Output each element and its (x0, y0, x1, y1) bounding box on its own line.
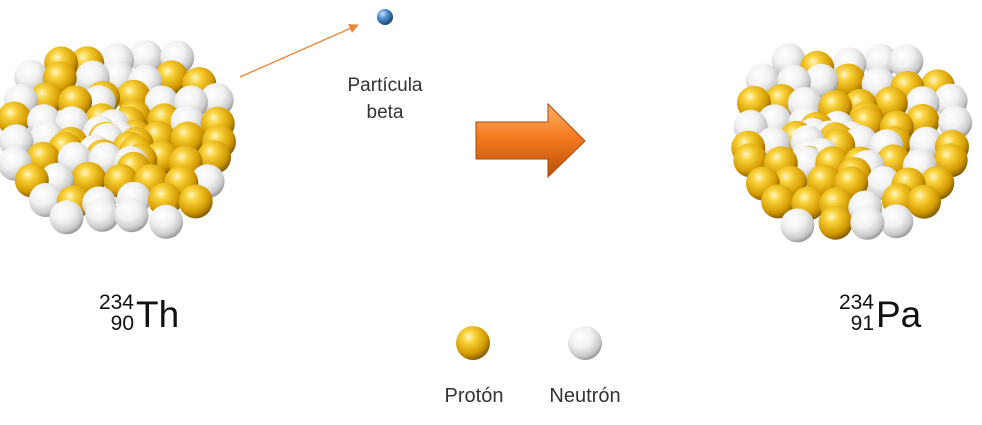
legend-proton-label: Protón (444, 385, 504, 407)
proton-sphere (831, 63, 866, 98)
legend-proton-sphere (456, 326, 490, 360)
proton-sphere (761, 184, 796, 219)
reaction-arrow (475, 102, 586, 179)
thorium-atomic-number: 90 (110, 312, 134, 335)
protactinium-atomic-number: 91 (850, 312, 874, 335)
neutron-sphere (49, 200, 84, 235)
beta-label-line1: Partícula (347, 75, 423, 96)
neutron-sphere (850, 205, 885, 240)
proton-sphere (818, 205, 853, 240)
thorium-symbol: Th (136, 294, 180, 335)
legend-neutron-label: Neutrón (549, 385, 621, 407)
thorium-mass-number: 234 (98, 291, 134, 314)
protactinium-notation: 234 91 Pa (832, 292, 952, 340)
protactinium-nucleus (731, 43, 973, 243)
proton-sphere (907, 184, 941, 219)
beta-particle (377, 9, 393, 25)
thorium-notation: 234 90 Th (92, 292, 212, 340)
beta-label-line2: beta (366, 102, 404, 123)
neutron-sphere (114, 198, 149, 233)
proton-sphere (178, 184, 213, 219)
neutron-sphere (889, 44, 924, 79)
protactinium-mass-number: 234 (838, 291, 874, 314)
neutron-sphere (199, 83, 234, 117)
protactinium-symbol: Pa (876, 294, 922, 335)
neutron-sphere (879, 204, 914, 239)
neutron-sphere (149, 204, 184, 239)
legend-neutron-sphere (568, 326, 602, 360)
thorium-nucleus (0, 40, 236, 239)
neutron-sphere (128, 40, 163, 74)
emission-arrow (239, 24, 359, 78)
beta-particle-label: Partícula beta (330, 72, 440, 126)
neutron-sphere (780, 208, 815, 243)
neutron-sphere (85, 197, 120, 232)
